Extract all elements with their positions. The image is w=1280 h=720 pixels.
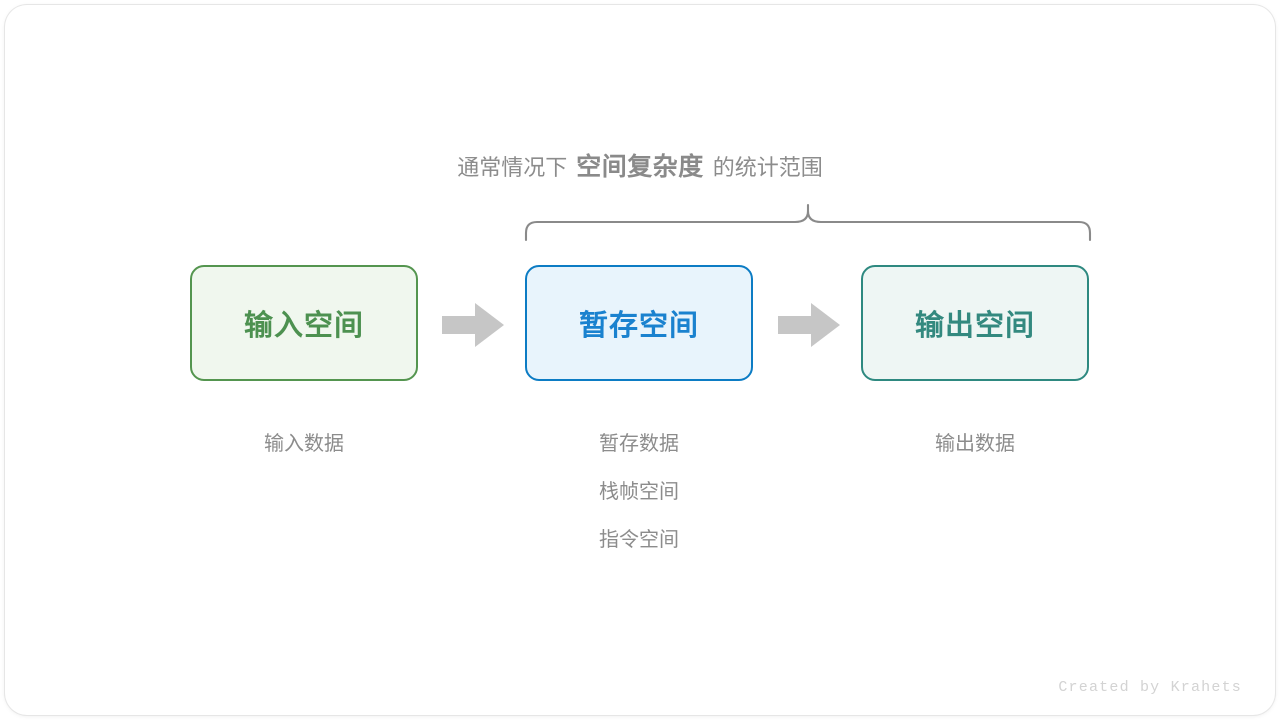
- caption-line: 栈帧空间: [599, 481, 679, 503]
- box-output-space[interactable]: 输出空间: [861, 265, 1089, 381]
- caption-output-space: 输出数据: [861, 420, 1089, 468]
- scope-title-emphasis: 空间复杂度: [576, 153, 704, 181]
- box-input-space-label: 输入空间: [243, 310, 364, 342]
- scope-brace: [505, 195, 1110, 250]
- arrow-input-to-temp: [442, 303, 504, 347]
- box-output-space-label: 输出空间: [914, 310, 1035, 342]
- box-input-space[interactable]: 输入空间: [190, 265, 418, 381]
- caption-temp-space: 暂存数据 栈帧空间 指令空间: [525, 420, 753, 564]
- arrow-right-icon: [778, 303, 840, 347]
- arrow-right-icon: [442, 303, 504, 347]
- credit-text: Created by Krahets: [1058, 679, 1242, 696]
- box-temp-space[interactable]: 暂存空间: [525, 265, 753, 381]
- arrow-temp-to-output: [778, 303, 840, 347]
- caption-line: 指令空间: [599, 529, 679, 551]
- scope-title-prefix: 通常情况下: [457, 155, 568, 180]
- caption-line: 暂存数据: [599, 433, 679, 455]
- brace-icon: [524, 203, 1092, 242]
- box-temp-space-label: 暂存空间: [578, 310, 699, 342]
- caption-input-space: 输入数据: [190, 420, 418, 468]
- scope-title-suffix: 的统计范围: [712, 155, 823, 180]
- caption-line: 输出数据: [935, 433, 1015, 455]
- scope-title: 通常情况下空间复杂度的统计范围: [0, 150, 1280, 185]
- caption-line: 输入数据: [264, 433, 344, 455]
